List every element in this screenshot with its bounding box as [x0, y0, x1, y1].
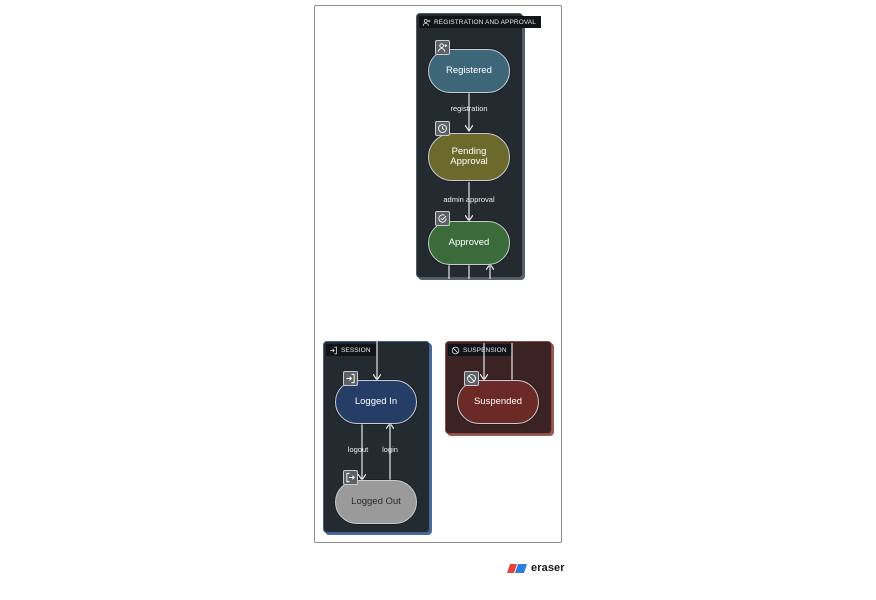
state-label: Logged In	[354, 395, 398, 407]
group-title: SUSPENSION	[463, 346, 507, 354]
edge-label-registration: registration	[450, 104, 488, 113]
edge-label-admin-approval: admin approval	[443, 195, 495, 204]
check-circle-icon	[438, 214, 447, 223]
user-plus-icon	[422, 18, 431, 26]
edge-label-logout: logout	[347, 445, 369, 454]
state-badge-approved	[435, 211, 450, 226]
state-suspended[interactable]: Suspended	[457, 380, 539, 424]
group-label-session: SESSION	[326, 344, 376, 356]
login-icon	[346, 373, 355, 384]
state-logged-in[interactable]: Logged In	[335, 380, 417, 424]
state-label: Pending Approval	[450, 145, 488, 167]
state-label: Suspended	[473, 395, 523, 407]
state-label: Registered	[446, 64, 492, 76]
brand-name: eraser	[531, 562, 565, 574]
ban-icon	[451, 346, 460, 354]
group-title: SESSION	[341, 346, 371, 354]
state-approved[interactable]: Approved	[428, 221, 510, 265]
state-pending-approval[interactable]: Pending Approval	[428, 133, 510, 181]
state-logged-out[interactable]: Logged Out	[335, 480, 417, 524]
group-title: REGISTRATION AND APPROVAL	[434, 18, 536, 26]
state-label: Approved	[448, 236, 490, 248]
logout-icon	[346, 472, 355, 483]
user-plus-icon	[437, 43, 448, 52]
eraser-logo-icon	[507, 563, 527, 573]
eraser-logo[interactable]: eraser	[507, 562, 565, 574]
group-label-suspension: SUSPENSION	[448, 344, 512, 356]
state-badge-pending	[435, 121, 450, 136]
clock-icon	[438, 124, 447, 133]
state-label: Logged Out	[351, 495, 401, 507]
ban-icon	[467, 374, 476, 383]
state-badge-registered	[435, 40, 450, 55]
state-badge-suspended	[464, 371, 479, 386]
state-registered[interactable]: Registered	[428, 49, 510, 93]
state-badge-logged-in	[343, 371, 358, 386]
edge-label-login: login	[382, 445, 398, 454]
login-icon	[330, 346, 337, 354]
state-badge-logged-out	[343, 470, 358, 485]
group-label-registration: REGISTRATION AND APPROVAL	[419, 16, 541, 28]
